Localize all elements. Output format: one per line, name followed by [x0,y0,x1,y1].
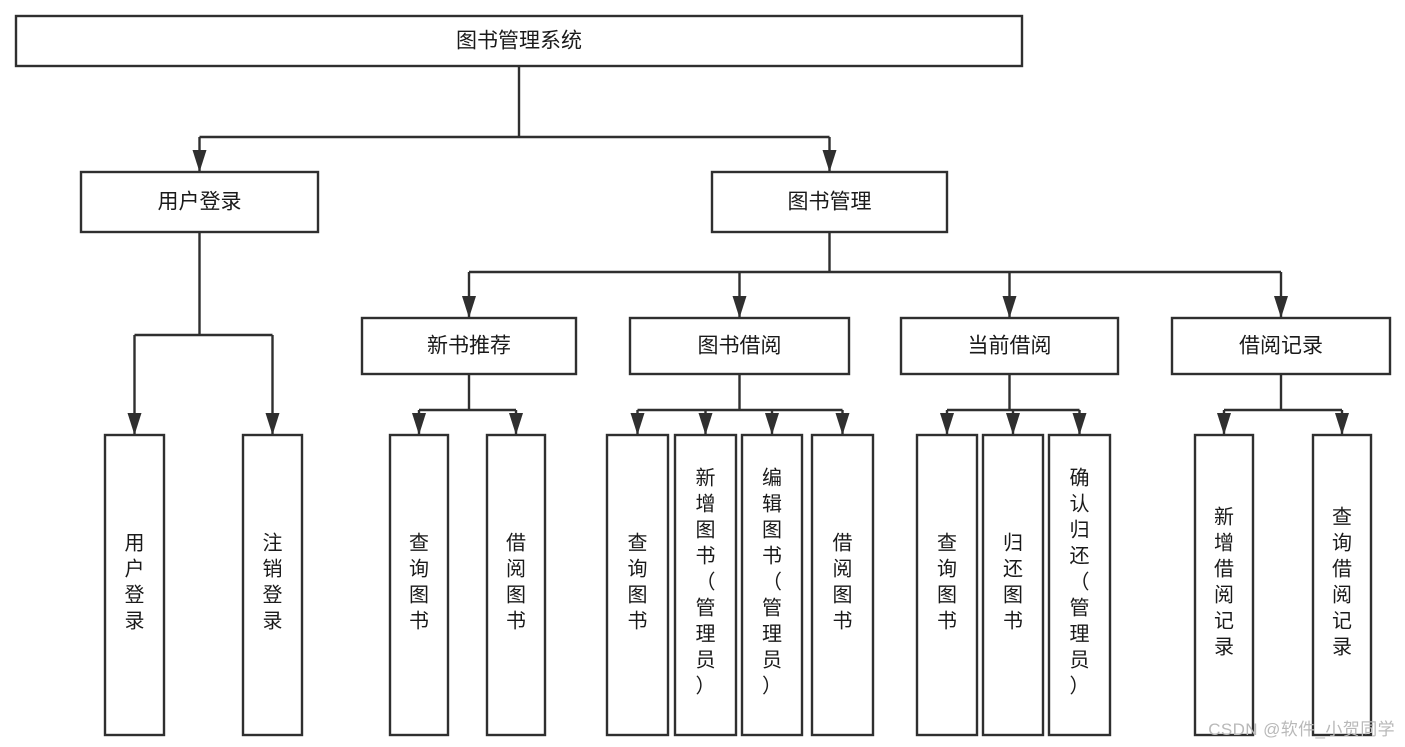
node-label-borrow-add-book: 新增图书（管理员） [696,466,716,697]
arrow-head-icon [127,413,142,435]
node-label-borrow-edit-book: 编辑图书（管理员） [762,466,782,697]
node-box-borrow-borrow-book[interactable] [810,433,875,737]
node-box-user-login[interactable] [79,170,320,234]
node-label-record-query: 查询借阅记录 [1332,505,1352,658]
arrow-head-icon [412,413,426,435]
node-box-root[interactable] [14,14,1024,68]
node-box-borrow-record[interactable] [1170,316,1392,376]
node-box-book-manage[interactable] [710,170,949,234]
node-box-new-book-recommend[interactable] [360,316,578,376]
node-box-current-confirm-return[interactable] [1047,433,1112,737]
node-label-current-return-book: 归还图书 [1003,531,1023,632]
node-box-borrow-edit-book[interactable] [740,433,804,737]
node-label-book-manage: 图书管理 [788,191,872,214]
node-box-record-add[interactable] [1193,433,1255,737]
node-box-current-query-book[interactable] [915,433,979,737]
node-label-root: 图书管理系统 [456,30,582,53]
node-box-current-return-book[interactable] [981,433,1045,737]
arrow-head-icon [1002,296,1017,318]
node-label-current-borrow: 当前借阅 [968,335,1052,358]
node-box-user-login-leaf[interactable] [103,433,166,737]
node-box-book-borrow[interactable] [628,316,851,376]
arrow-head-icon [1274,296,1288,318]
arrow-head-icon [1217,413,1231,435]
node-box-recommend-borrow-book[interactable] [485,433,547,737]
arrow-head-icon [1006,413,1020,435]
arrow-head-icon [192,150,207,172]
arrow-head-icon [698,413,713,435]
node-box-record-query[interactable] [1311,433,1373,737]
node-label-user-logout-leaf: 注销登录 [263,531,283,632]
node-label-new-book-recommend: 新书推荐 [427,335,511,358]
arrow-head-icon [940,413,954,435]
node-label-book-borrow: 图书借阅 [698,335,782,358]
arrow-head-icon [822,150,837,172]
arrow-head-icon [462,296,476,318]
node-label-user-login: 用户登录 [158,191,242,214]
node-label-borrow-borrow-book: 借阅图书 [833,531,853,632]
arrow-head-icon [630,413,645,435]
node-label-current-query-book: 查询图书 [937,531,957,632]
node-box-current-borrow[interactable] [899,316,1120,376]
arrow-head-icon [835,413,850,435]
node-label-recommend-query-book: 查询图书 [409,531,429,632]
arrow-head-icon [732,296,747,318]
node-box-user-logout-leaf[interactable] [241,433,304,737]
arrow-head-icon [1335,413,1349,435]
node-label-current-confirm-return: 确认归还（管理员） [1070,466,1090,697]
node-label-user-login-leaf: 用户登录 [125,532,145,632]
node-label-record-add: 新增借阅记录 [1214,505,1234,658]
node-box-recommend-query-book[interactable] [388,433,450,737]
node-box-borrow-query-book[interactable] [605,433,670,737]
arrow-head-icon [1072,413,1087,435]
arrow-head-icon [765,413,779,435]
arrow-head-icon [265,413,280,435]
node-label-recommend-borrow-book: 借阅图书 [506,531,526,632]
watermark-label: CSDN @软件_小贺同学 [1208,720,1395,739]
node-label-borrow-record: 借阅记录 [1239,335,1323,358]
node-label-borrow-query-book: 查询图书 [628,531,648,632]
node-box-borrow-add-book[interactable] [673,433,738,737]
arrow-head-icon [509,413,523,435]
